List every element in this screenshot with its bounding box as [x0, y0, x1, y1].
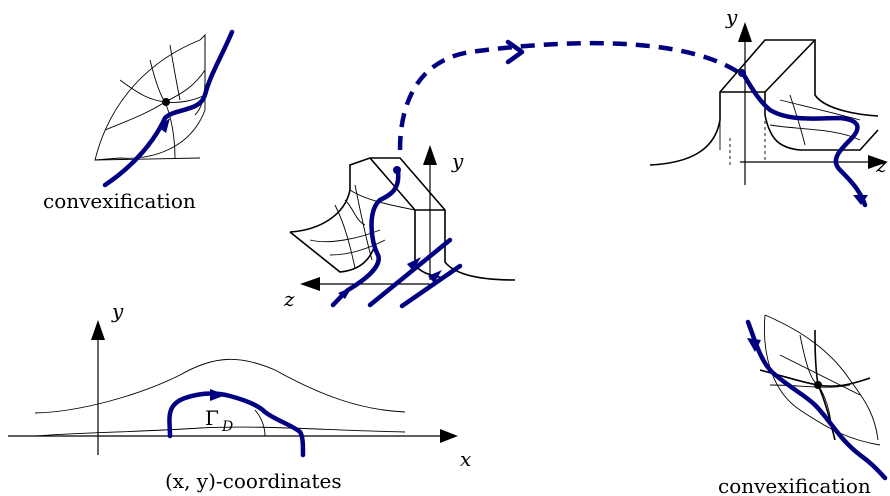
right-y-arrow-icon — [738, 22, 752, 42]
middle-surface-panel: y z — [283, 145, 516, 311]
middle-blue-curve — [330, 169, 401, 308]
blue-line-1 — [367, 237, 453, 308]
gamma-label: Γ — [205, 406, 219, 430]
convexification-label-bottom: convexification — [718, 474, 871, 496]
gamma-d-curve — [167, 391, 306, 458]
right-z-arrow-icon — [868, 155, 888, 169]
right-curve-dot — [738, 69, 746, 77]
blue-curve-bottom-right — [745, 319, 888, 481]
right-y-label: y — [725, 5, 738, 29]
blue-curve-top-left — [102, 29, 235, 188]
right-blue-curve — [739, 69, 868, 208]
convexification-bottom-panel: convexification — [718, 314, 888, 496]
middle-z-label: z — [283, 287, 295, 311]
gamma-arrow-icon — [210, 389, 226, 401]
xy-coordinates-panel: y x Γ D (x, y)-coordinates — [8, 299, 471, 493]
convexification-label-top: convexification — [43, 189, 196, 213]
dashed-transition-curve — [397, 40, 740, 151]
coordinates-label: (x, y)-coordinates — [165, 469, 342, 493]
x-axis-arrow-icon — [440, 429, 458, 443]
middle-curve-dot — [393, 166, 401, 174]
x-axis-label: x — [460, 447, 471, 471]
right-surface-panel: y z — [649, 5, 888, 208]
y-axis-label: y — [111, 299, 124, 323]
middle-z-arrow-icon — [300, 277, 320, 291]
middle-arrow-icon-3 — [428, 270, 442, 283]
critical-point-dot-bottom — [814, 381, 822, 389]
bottom-curve-arrow-icon — [747, 338, 761, 352]
convexification-top-panel: convexification — [43, 29, 235, 213]
middle-y-label: y — [451, 149, 464, 173]
curve-arrow-icon — [158, 118, 170, 133]
y-axis-arrow-icon — [91, 320, 105, 340]
critical-point-dot — [162, 98, 170, 106]
dashed-arrow-icon — [505, 39, 525, 65]
blue-line-2 — [399, 263, 463, 309]
middle-y-arrow-icon — [423, 145, 437, 165]
gamma-subscript: D — [221, 419, 233, 435]
right-arrow-icon — [853, 195, 868, 205]
right-z-label: z — [875, 153, 887, 177]
middle-arrow-icon-1 — [338, 287, 352, 299]
middle-arrow-icon-2 — [407, 257, 421, 271]
